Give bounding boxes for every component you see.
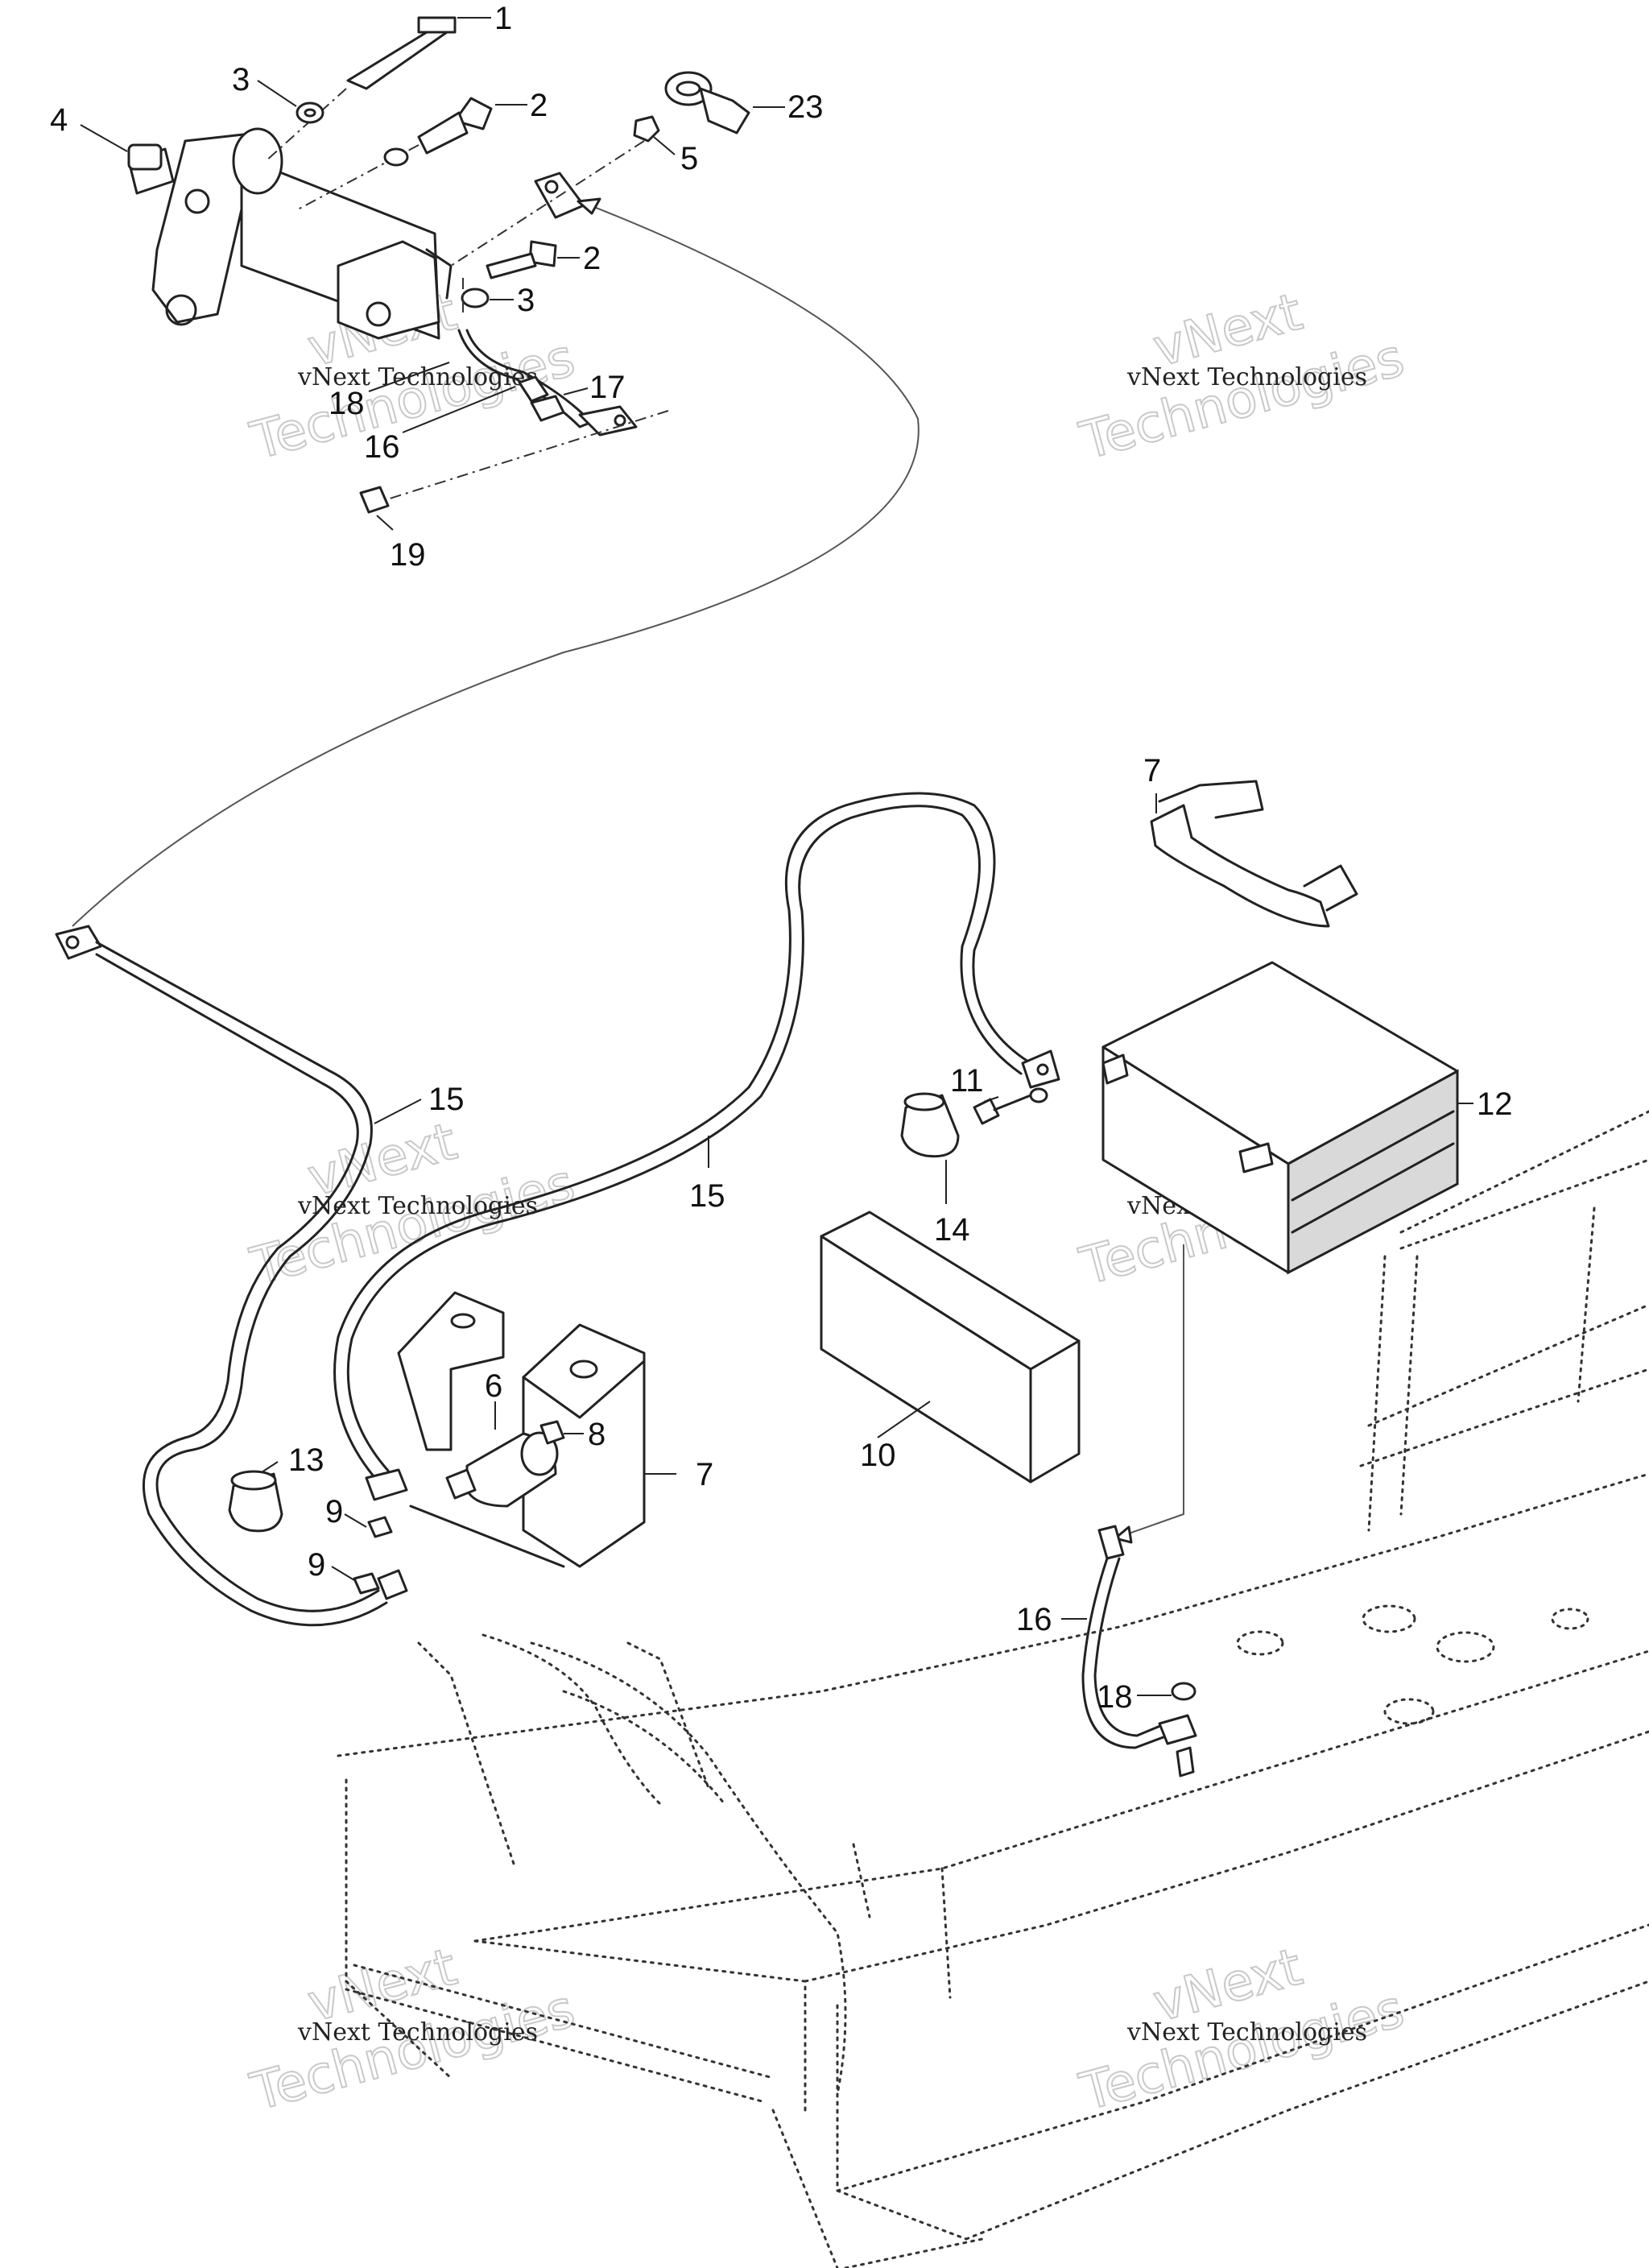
- bolt-19: [359, 486, 390, 514]
- callout-12: 12: [1477, 1086, 1513, 1122]
- callout-18-bottom: 18: [1097, 1679, 1133, 1715]
- chassis-holes: [1236, 1604, 1589, 1725]
- svg-text:vNext Technologies: vNext Technologies: [1126, 2018, 1367, 2047]
- battery-12: [1101, 961, 1459, 1275]
- terminal-cover-13: [228, 1470, 283, 1533]
- callout-14: 14: [934, 1212, 970, 1248]
- svg-text:vNext Technologies: vNext Technologies: [297, 2018, 538, 2047]
- callout-3-lower: 3: [517, 283, 535, 318]
- ground-cable-16-top: [457, 329, 638, 437]
- bolt-1-axis: [265, 88, 347, 162]
- callout-9-upper: 9: [325, 1494, 343, 1529]
- watermark-top-right: vNext Technologies vNext Technologies: [1073, 282, 1411, 473]
- svg-text:vNext Technologies: vNext Technologies: [297, 1192, 538, 1220]
- callout-4: 4: [50, 102, 68, 138]
- ground-route-line: [1114, 1244, 1184, 1539]
- callout-9-lower: 9: [308, 1547, 325, 1583]
- starter-motor: [127, 127, 453, 340]
- bolt-2-top: [417, 97, 493, 155]
- callouts: 1 3 2 4 5 23 2 3 17 18 16 19 7 11 12 14 …: [50, 1, 1513, 1715]
- callout-16-top: 16: [364, 429, 400, 465]
- svg-text:vNext Technologies: vNext Technologies: [1126, 363, 1367, 391]
- callout-1: 1: [494, 1, 512, 36]
- nuts-9: [353, 1516, 393, 1595]
- battery-strap-7-top: [1150, 780, 1358, 928]
- callout-18-top: 18: [329, 386, 365, 421]
- bolt-17: [530, 395, 565, 422]
- washer-18: [1171, 1682, 1196, 1701]
- nut-8: [539, 1420, 565, 1445]
- callout-3-top: 3: [232, 62, 250, 97]
- nut-axis: [450, 140, 645, 267]
- callout-2-top: 2: [530, 88, 548, 123]
- callout-7-top: 7: [1143, 753, 1161, 788]
- watermark-mid-left: vNext Technologies vNext Technologies: [244, 1111, 581, 1298]
- terminal-cover-14: [900, 1092, 960, 1158]
- cable-axis: [374, 410, 669, 504]
- svg-text:vNext Technologies: vNext Technologies: [297, 363, 538, 391]
- callout-11: 11: [950, 1063, 984, 1099]
- callout-15-left: 15: [428, 1082, 465, 1117]
- nut-5: [633, 115, 660, 143]
- solenoid-6: [445, 1431, 559, 1508]
- callout-23: 23: [787, 89, 824, 125]
- washer-3-lower: [461, 288, 490, 308]
- callout-2-lower: 2: [583, 241, 601, 276]
- callout-6: 6: [485, 1368, 502, 1404]
- callout-10: 10: [860, 1438, 896, 1473]
- ground-cable-16-bottom: [1081, 1525, 1197, 1749]
- callout-17: 17: [589, 370, 626, 405]
- callout-16-bottom: 16: [1016, 1602, 1052, 1637]
- route-arrow: [577, 197, 601, 215]
- washer-3-top: [295, 101, 324, 124]
- battery-pad-10: [820, 1211, 1081, 1484]
- leader-lines: [80, 17, 1473, 1696]
- battery-cable-15-left: [55, 925, 408, 1627]
- screw-18: [1176, 1746, 1195, 1778]
- callout-8: 8: [588, 1417, 605, 1452]
- watermark-bottom-right: vNext Technologies vNext Technologies: [1073, 1937, 1411, 2124]
- cable-route-line: [72, 201, 920, 927]
- watermark-bottom-left: vNext Technologies vNext Technologies: [244, 1937, 581, 2124]
- washer-3-mid: [383, 147, 409, 167]
- callout-15-main: 15: [689, 1178, 725, 1214]
- bolt-2-lower: [486, 240, 557, 279]
- callout-13: 13: [288, 1442, 324, 1478]
- callout-5: 5: [680, 141, 698, 176]
- bolt-1: [346, 16, 457, 90]
- callout-7-bracket: 7: [696, 1457, 713, 1492]
- callout-19: 19: [390, 537, 426, 573]
- chassis-frame: [337, 1110, 1649, 2268]
- boot-23: [664, 71, 750, 135]
- bolt-11: [973, 1087, 1048, 1125]
- battery-cable-15-main: [333, 792, 1060, 1501]
- solenoid-bracket-7: [397, 1291, 646, 1568]
